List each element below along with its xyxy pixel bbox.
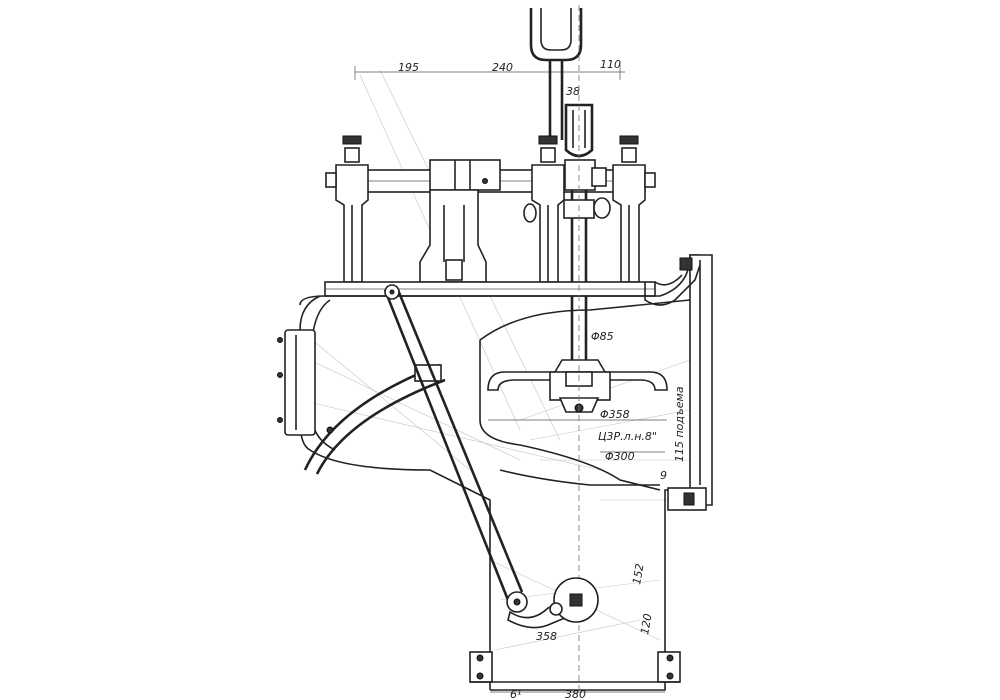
dim-shaft-dia: Φ85 [591,330,614,343]
top-plate [324,281,656,297]
dim-bottom-left: 6¹ [510,688,521,700]
dim-small-9: 9 [660,469,667,482]
dim-side-vertical: 115 подъема [673,386,686,462]
crank-mechanism [506,577,599,629]
handle-grip [564,103,594,158]
dim-disc-note: Ц3Р.л.н.8" [598,430,657,443]
dim-bottom-mid: 358 [536,630,557,643]
top-dimension-line [354,62,625,80]
right-flange [667,254,713,511]
fork-tool [419,189,487,283]
shaft-hub [429,159,501,191]
right-arm [644,264,701,306]
dim-rod: 38 [566,85,580,98]
central-spindle [523,159,611,370]
operating-lever [383,284,524,601]
dim-base-dia: Φ300 [605,450,635,463]
quadrant-guide [303,363,446,475]
press-disc [487,359,668,413]
bracket-left [325,135,369,283]
bracket-center [531,135,565,283]
dim-right-low-b: 152 [630,563,646,586]
side-cover [277,329,316,436]
dim-disc-dia: Φ358 [600,408,630,421]
disc-dimension-lines [488,5,667,690]
dim-right-low-a: 120 [638,613,654,636]
dim-bottom-right: 380 [565,688,586,700]
dim-top-mid: 240 [492,61,513,74]
dim-top-right: 110 [600,58,621,71]
machine-base [469,651,681,693]
top-clevis [529,8,583,140]
bracket-right [612,135,656,283]
dim-top-left: 195 [398,61,419,74]
